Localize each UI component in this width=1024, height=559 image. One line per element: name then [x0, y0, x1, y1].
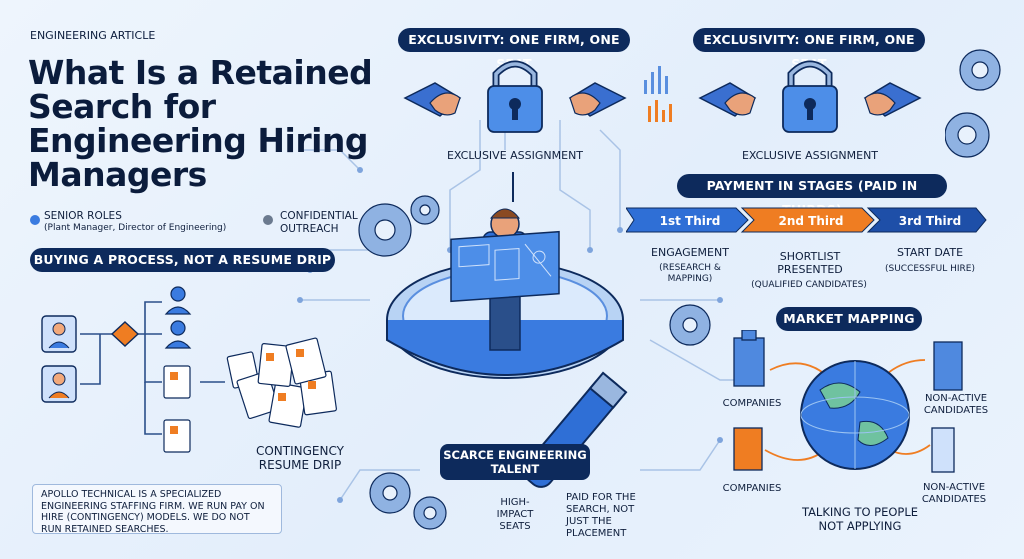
article-kicker: ENGINEERING ARTICLE	[30, 29, 156, 42]
building-icon	[933, 341, 963, 391]
person-icon	[164, 320, 192, 349]
bar-chart-icon	[644, 66, 672, 122]
gears-bottom-icon	[369, 472, 447, 530]
exclusive-assignment-left: EXCLUSIVE ASSIGNMENT	[446, 149, 584, 162]
handshake-lock-right-icon	[698, 60, 922, 133]
stage-2-label: 2nd Third	[778, 214, 844, 228]
confidential-dot	[263, 215, 273, 225]
payment-banner: PAYMENT IN STAGES (PAID IN THIRDS)	[677, 174, 947, 217]
stage-1-desc: ENGAGEMENT	[651, 246, 729, 259]
market-mapping-banner: MARKET MAPPING	[776, 307, 922, 331]
page-title: What Is a Retained Search for Engineerin…	[28, 53, 373, 194]
senior-roles-dot	[30, 215, 40, 225]
contingency-label: CONTINGENCY RESUME DRIP	[255, 444, 344, 472]
magnifier-engineer-illustration	[358, 195, 628, 488]
talking-label: TALKING TO PEOPLE NOT APPLYING	[801, 505, 919, 533]
stage-1-sub: (RESEARCH & MAPPING)	[659, 263, 721, 284]
building-icon	[733, 330, 765, 387]
contingency-flowchart	[41, 286, 260, 453]
resume-pile-icon	[236, 337, 337, 428]
resume-icon	[163, 419, 191, 453]
person-icon	[164, 286, 192, 315]
handshake-lock-left-icon	[403, 60, 627, 133]
companies-bottom-label: COMPANIES	[722, 483, 782, 494]
process-banner: BUYING A PROCESS, NOT A RESUME DRIP	[30, 248, 335, 272]
stage-3-sub: (SUCCESSFUL HIRE)	[884, 264, 975, 274]
non-active-top-label: NON-ACTIVE CANDIDATES	[923, 393, 989, 416]
exclusivity-banner-right: EXCLUSIVITY: ONE FIRM, ONE SEAT	[693, 28, 925, 71]
scarce-talent-label: SCARCE ENGINEERING TALENT	[440, 444, 590, 480]
stage-2-sub: (QUALIFIED CANDIDATES)	[751, 280, 867, 290]
payment-stages-arrows	[626, 207, 987, 233]
building-icon	[931, 427, 955, 473]
senior-roles-label: SENIOR ROLES	[44, 210, 122, 222]
disclaimer-box: APOLLO TECHNICAL IS A SPECIALIZED ENGINE…	[32, 484, 282, 535]
companies-top-label: COMPANIES	[722, 398, 782, 409]
exclusive-assignment-right: EXCLUSIVE ASSIGNMENT	[741, 149, 879, 162]
stage-3-label: 3rd Third	[898, 214, 962, 228]
engineer-icon	[450, 208, 560, 351]
stage-3-desc: START DATE	[896, 246, 964, 259]
confidential-label: CONFIDENTIAL OUTREACH	[280, 210, 358, 235]
exclusivity-banner-left: EXCLUSIVITY: ONE FIRM, ONE SEAT	[398, 28, 630, 71]
stage-1-label: 1st Third	[659, 214, 721, 228]
decision-diamond-icon	[110, 321, 140, 347]
gear-icon	[669, 304, 711, 346]
stage-2-desc: SHORTLIST PRESENTED	[777, 250, 843, 276]
non-active-bottom-label: NON-ACTIVE CANDIDATES	[921, 482, 987, 505]
gears-icon	[945, 49, 1001, 158]
resume-icon	[163, 365, 191, 399]
connector-line	[512, 172, 514, 202]
senior-roles-sublabel: (Plant Manager, Director of Engineering)	[44, 223, 227, 233]
blueprint-icon	[450, 230, 560, 303]
paid-for-search-label: PAID FOR THE SEARCH, NOT JUST THE PLACEM…	[566, 492, 636, 539]
building-icon	[733, 427, 763, 471]
high-impact-label: HIGH-IMPACT SEATS	[496, 497, 534, 532]
market-mapping-globe	[733, 330, 963, 473]
